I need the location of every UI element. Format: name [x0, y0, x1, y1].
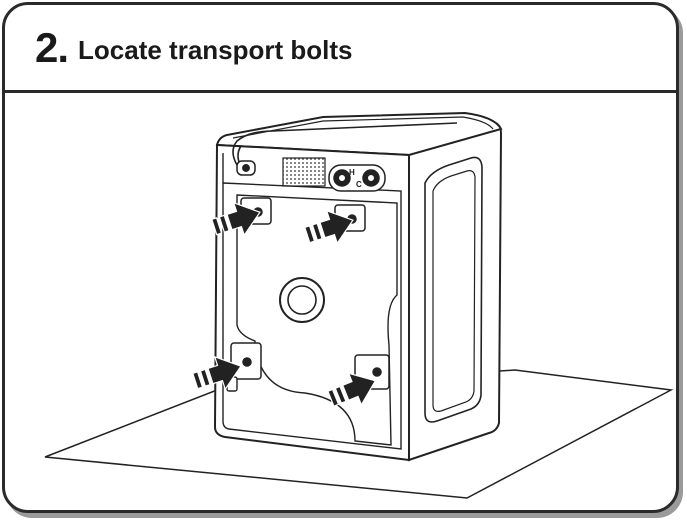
hot-label: H — [349, 168, 355, 177]
washer-illustration: H C — [44, 111, 674, 499]
step-header: 2. Locate transport bolts — [5, 5, 676, 93]
step-title: Locate transport bolts — [78, 35, 353, 65]
drum-port — [279, 277, 325, 323]
hose-connector — [236, 160, 256, 176]
vent-grille — [282, 157, 326, 187]
arrow-icon — [304, 209, 354, 245]
arrow-icon — [192, 355, 242, 391]
arrow-icon — [211, 201, 261, 237]
water-inlet-valves — [328, 164, 386, 192]
cold-label: C — [356, 180, 362, 189]
step-number: 2. — [35, 23, 69, 71]
instruction-card: 2. Locate transport bolts — [2, 2, 679, 513]
arrow-icon — [327, 372, 377, 407]
